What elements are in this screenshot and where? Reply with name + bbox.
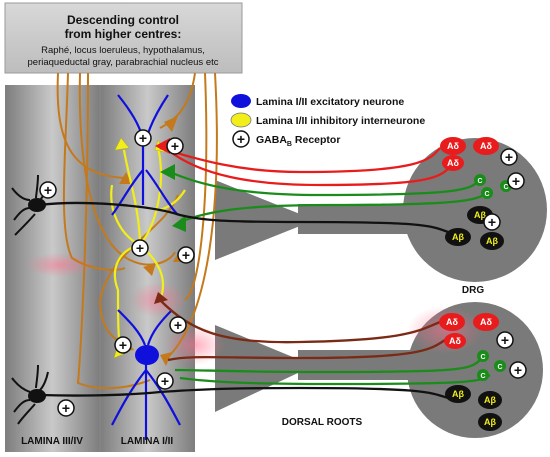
gaba-receptor-marker: + (500, 148, 518, 166)
legend-gaba-swatch (232, 130, 250, 148)
a-beta-label-1: Aβ (474, 210, 486, 220)
legend-gaba-plus: + (237, 131, 245, 147)
excitatory-cell-body-lower (135, 345, 159, 365)
a-delta-cell-4 (439, 313, 465, 331)
gaba-receptor-marker: + (483, 213, 501, 231)
c-fibres (169, 170, 491, 386)
svg-text:+: + (512, 173, 520, 189)
drg-cell-labels: Aδ Aδ Aδ C C C Aβ Aβ Aβ Aδ Aδ Aδ C C C A… (446, 141, 509, 427)
legend-excitatory-swatch (231, 94, 251, 108)
c-fibre-terminals (160, 164, 186, 232)
legend-gaba-sub: B (287, 141, 292, 148)
gaba-receptor-marker: + (507, 172, 525, 190)
svg-text:+: + (174, 317, 182, 333)
legend-gaba-suffix: Receptor (292, 134, 340, 146)
a-beta-cell-6 (478, 413, 502, 431)
gaba-receptor-marker: + (57, 399, 75, 417)
a-delta-label-3: Aδ (447, 158, 459, 168)
label-lamina-1-2: LAMINA I/II (121, 436, 174, 447)
svg-text:+: + (505, 149, 513, 165)
c-label-5: C (480, 373, 485, 380)
gaba-receptor-marker: + (134, 129, 152, 147)
c-cell-3 (481, 187, 493, 199)
c-cell-5 (477, 369, 489, 381)
a-beta-label-2: Aβ (452, 232, 464, 242)
a-beta-cell-4 (445, 385, 471, 403)
legend: Lamina I/II excitatory neurone Lamina I/… (230, 94, 425, 148)
gaba-receptor-marker: + (39, 181, 57, 199)
legend-inhibitory-label: Lamina I/II inhibitory interneurone (256, 115, 425, 127)
descending-control-box (4, 2, 243, 74)
label-drg: DRG (462, 285, 484, 296)
gaba-receptor-marker: + (114, 336, 132, 354)
a-beta-cell-2 (445, 228, 471, 246)
upper-drg (215, 138, 547, 282)
a-delta-fibres-lower (159, 299, 446, 362)
descending-title-1: Descending control (67, 13, 179, 27)
c-cell-1 (474, 174, 486, 186)
label-lamina-3-4: LAMINA III/IV (21, 436, 83, 447)
a-beta-label-4: Aβ (452, 389, 464, 399)
a-delta-label-2: Aδ (480, 141, 492, 151)
svg-text:+: + (182, 247, 190, 263)
lamina-3-4-cell-upper (28, 198, 46, 212)
svg-text:+: + (171, 138, 179, 154)
c-label-3: C (484, 191, 489, 198)
gaba-receptor-marker: + (177, 246, 195, 264)
c-cell-6 (494, 360, 506, 372)
a-beta-fibres (39, 201, 449, 400)
c-label-1: C (477, 178, 482, 185)
svg-text:+: + (514, 362, 522, 378)
descending-title-2: from higher centres: (65, 27, 182, 41)
legend-inhibitory-swatch (230, 112, 252, 128)
gaba-receptor-marker: + (509, 361, 527, 379)
a-beta-label-3: Aβ (486, 236, 498, 246)
descending-sub-1: Raphé, locus loeruleus, hypothalamus, (41, 45, 205, 56)
lamina-3-4-neurone-lower (11, 364, 49, 425)
gaba-receptor-marker: + (496, 331, 514, 349)
c-label-6: C (497, 364, 502, 371)
descending-fibres (56, 72, 218, 390)
a-delta-terminal-upper (155, 138, 170, 154)
c-label-2: C (503, 184, 508, 191)
a-delta-label-6: Aδ (449, 336, 461, 346)
a-delta-label-4: Aδ (446, 317, 458, 327)
lamina-3-4-cell-lower (28, 389, 46, 403)
descending-sub-2: periaqueductal gray, parabrachial nucleu… (28, 57, 219, 68)
svg-text:+: + (501, 332, 509, 348)
a-delta-cell-3 (442, 155, 464, 171)
a-beta-cell-5 (478, 391, 502, 409)
svg-text:+: + (136, 240, 144, 256)
svg-text:+: + (161, 373, 169, 389)
svg-text:+: + (139, 130, 147, 146)
legend-gaba-label: GABAB Receptor (256, 134, 340, 148)
svg-text:+: + (62, 400, 70, 416)
svg-text:+: + (44, 182, 52, 198)
c-cell-4 (477, 350, 489, 362)
gaba-receptor-marker: + (166, 137, 184, 155)
gaba-receptor-marker: + (131, 239, 149, 257)
gaba-receptor-marker: + (156, 372, 174, 390)
c-label-4: C (480, 354, 485, 361)
a-delta-fibres (159, 146, 453, 187)
a-delta-terminal-lower (154, 292, 168, 304)
a-delta-cell-1 (440, 137, 466, 155)
legend-gaba-prefix: GABA (256, 134, 287, 146)
drg-lower-cells (439, 313, 506, 431)
a-delta-label-5: Aδ (480, 317, 492, 327)
legend-excitatory-label: Lamina I/II excitatory neurone (256, 96, 404, 108)
a-beta-label-6: Aβ (484, 417, 496, 427)
a-beta-label-5: Aβ (484, 395, 496, 405)
gaba-b-receptors: + + + + + + + + + + + + + + (39, 129, 527, 417)
a-delta-cell-6 (444, 333, 466, 349)
a-delta-cell-5 (473, 313, 499, 331)
svg-text:+: + (119, 337, 127, 353)
svg-text:+: + (488, 214, 496, 230)
label-dorsal-roots: DORSAL ROOTS (282, 417, 363, 428)
gaba-receptor-marker: + (169, 316, 187, 334)
a-beta-cell-3 (480, 232, 504, 250)
a-delta-label-1: Aδ (447, 141, 459, 151)
a-delta-cell-2 (473, 137, 499, 155)
